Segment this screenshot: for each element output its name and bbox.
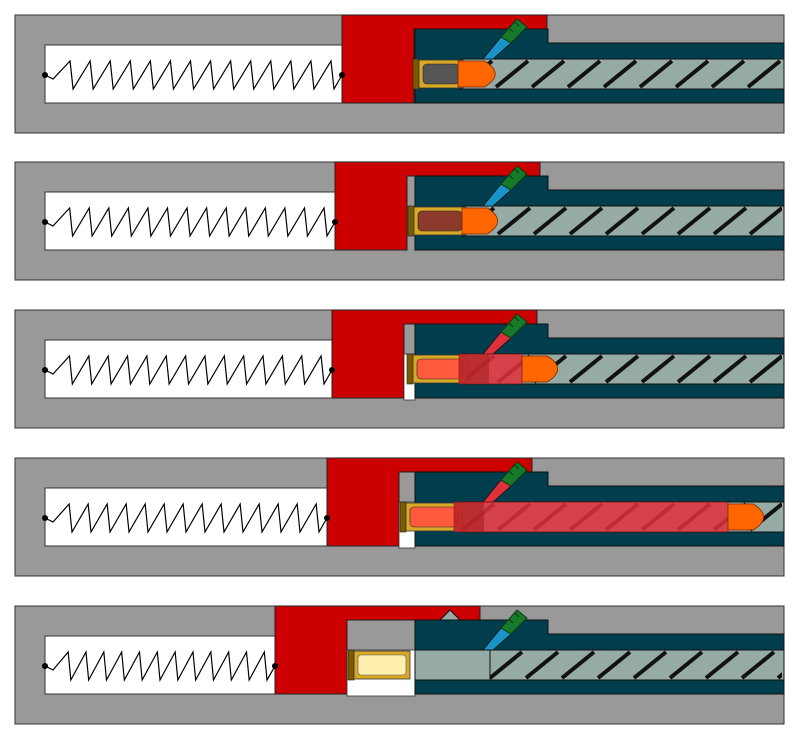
rifling-groove	[530, 59, 566, 89]
rifling-groove	[704, 650, 740, 680]
rifling-groove	[748, 206, 782, 236]
rifling-groove	[740, 650, 776, 680]
rifling-groove	[676, 206, 712, 236]
bullet	[521, 355, 559, 383]
spring-anchor-rear	[42, 367, 48, 373]
recoil-spring	[44, 502, 328, 534]
stage-panel-2	[14, 161, 800, 281]
rifling-groove	[668, 650, 704, 680]
spring-anchor-front	[329, 367, 335, 373]
spring-anchor-front	[324, 515, 330, 521]
rifling-groove	[596, 650, 632, 680]
propellant	[422, 63, 460, 85]
case-rim	[347, 649, 355, 681]
stage-panel-1	[14, 14, 800, 134]
rifling-groove	[568, 354, 604, 384]
case-rim	[407, 205, 415, 237]
spring-anchor-front	[332, 219, 338, 225]
bolt-carrier	[326, 457, 533, 547]
spring-anchor-rear	[42, 72, 48, 78]
spring-anchor-front	[339, 72, 345, 78]
gas-front	[454, 502, 484, 532]
spring-chamber	[44, 44, 343, 104]
rifling-groove	[712, 206, 748, 236]
case-rim	[412, 58, 420, 90]
bolt-carrier	[341, 14, 548, 104]
rifling-groove	[602, 59, 638, 89]
case-rim	[406, 353, 414, 385]
rifling-groove	[496, 206, 532, 236]
gas-piston	[500, 313, 528, 339]
rifling-groove	[568, 206, 604, 236]
rifling-groove	[566, 59, 602, 89]
recoil-spring	[44, 649, 276, 683]
piston-rings	[508, 316, 520, 328]
spring-anchor-rear	[42, 515, 48, 521]
spring-chamber	[44, 487, 328, 547]
rifling-groove	[494, 59, 530, 89]
propellant	[409, 506, 459, 528]
rifling-groove	[524, 650, 560, 680]
empty-case-interior	[357, 654, 407, 676]
gas-piston	[500, 609, 528, 635]
rifling-groove	[604, 354, 640, 384]
rifling-groove	[640, 354, 676, 384]
rifling-groove	[748, 354, 782, 384]
gas-piston	[500, 165, 528, 191]
rifling-groove	[488, 650, 524, 680]
rifling-groove	[786, 356, 800, 382]
rifling-groove	[638, 59, 674, 89]
rifling	[488, 650, 782, 680]
spring-chamber	[44, 339, 333, 399]
propellant	[417, 210, 463, 232]
chamber	[414, 649, 491, 681]
recoil-spring	[44, 206, 336, 238]
rifling-groove	[786, 504, 800, 530]
bolt-carrier	[331, 309, 538, 399]
rifling-groove	[560, 650, 596, 680]
piston-rings	[508, 168, 520, 180]
gas-front	[459, 354, 489, 384]
rifling-groove	[784, 61, 800, 87]
rifling-groove	[604, 206, 640, 236]
gas-piston	[500, 18, 528, 44]
piston-rings	[508, 612, 520, 624]
bullet	[727, 503, 765, 531]
rifling-groove	[712, 354, 748, 384]
recoil-spring	[44, 354, 333, 386]
spring-anchor-front	[272, 663, 278, 669]
recoil-spring	[44, 59, 343, 91]
rifling-groove	[710, 59, 746, 89]
propellant	[416, 358, 464, 380]
spring-chamber	[44, 635, 276, 695]
gas-piston	[500, 461, 528, 487]
piston-rings	[508, 21, 520, 33]
spring-anchor-rear	[42, 663, 48, 669]
spring-anchor-rear	[42, 219, 48, 225]
stage-panel-3	[14, 309, 800, 429]
bullet	[461, 207, 499, 235]
bolt-carrier	[334, 161, 541, 251]
bolt-carrier	[274, 605, 481, 695]
rifling-groove	[674, 59, 710, 89]
rifling-groove	[786, 208, 800, 234]
rifling-groove	[640, 206, 676, 236]
rifling-groove	[632, 650, 668, 680]
rifling-groove	[746, 59, 782, 89]
spring-chamber	[44, 191, 336, 251]
stage-panel-4	[14, 457, 800, 577]
piston-tip	[438, 609, 462, 621]
piston-rings	[508, 464, 520, 476]
stage-panel-5	[14, 605, 785, 725]
rifling-groove	[676, 354, 712, 384]
rifling-groove	[532, 206, 568, 236]
case-rim	[399, 501, 407, 533]
expanding-gas	[453, 501, 729, 533]
bullet	[457, 60, 496, 88]
